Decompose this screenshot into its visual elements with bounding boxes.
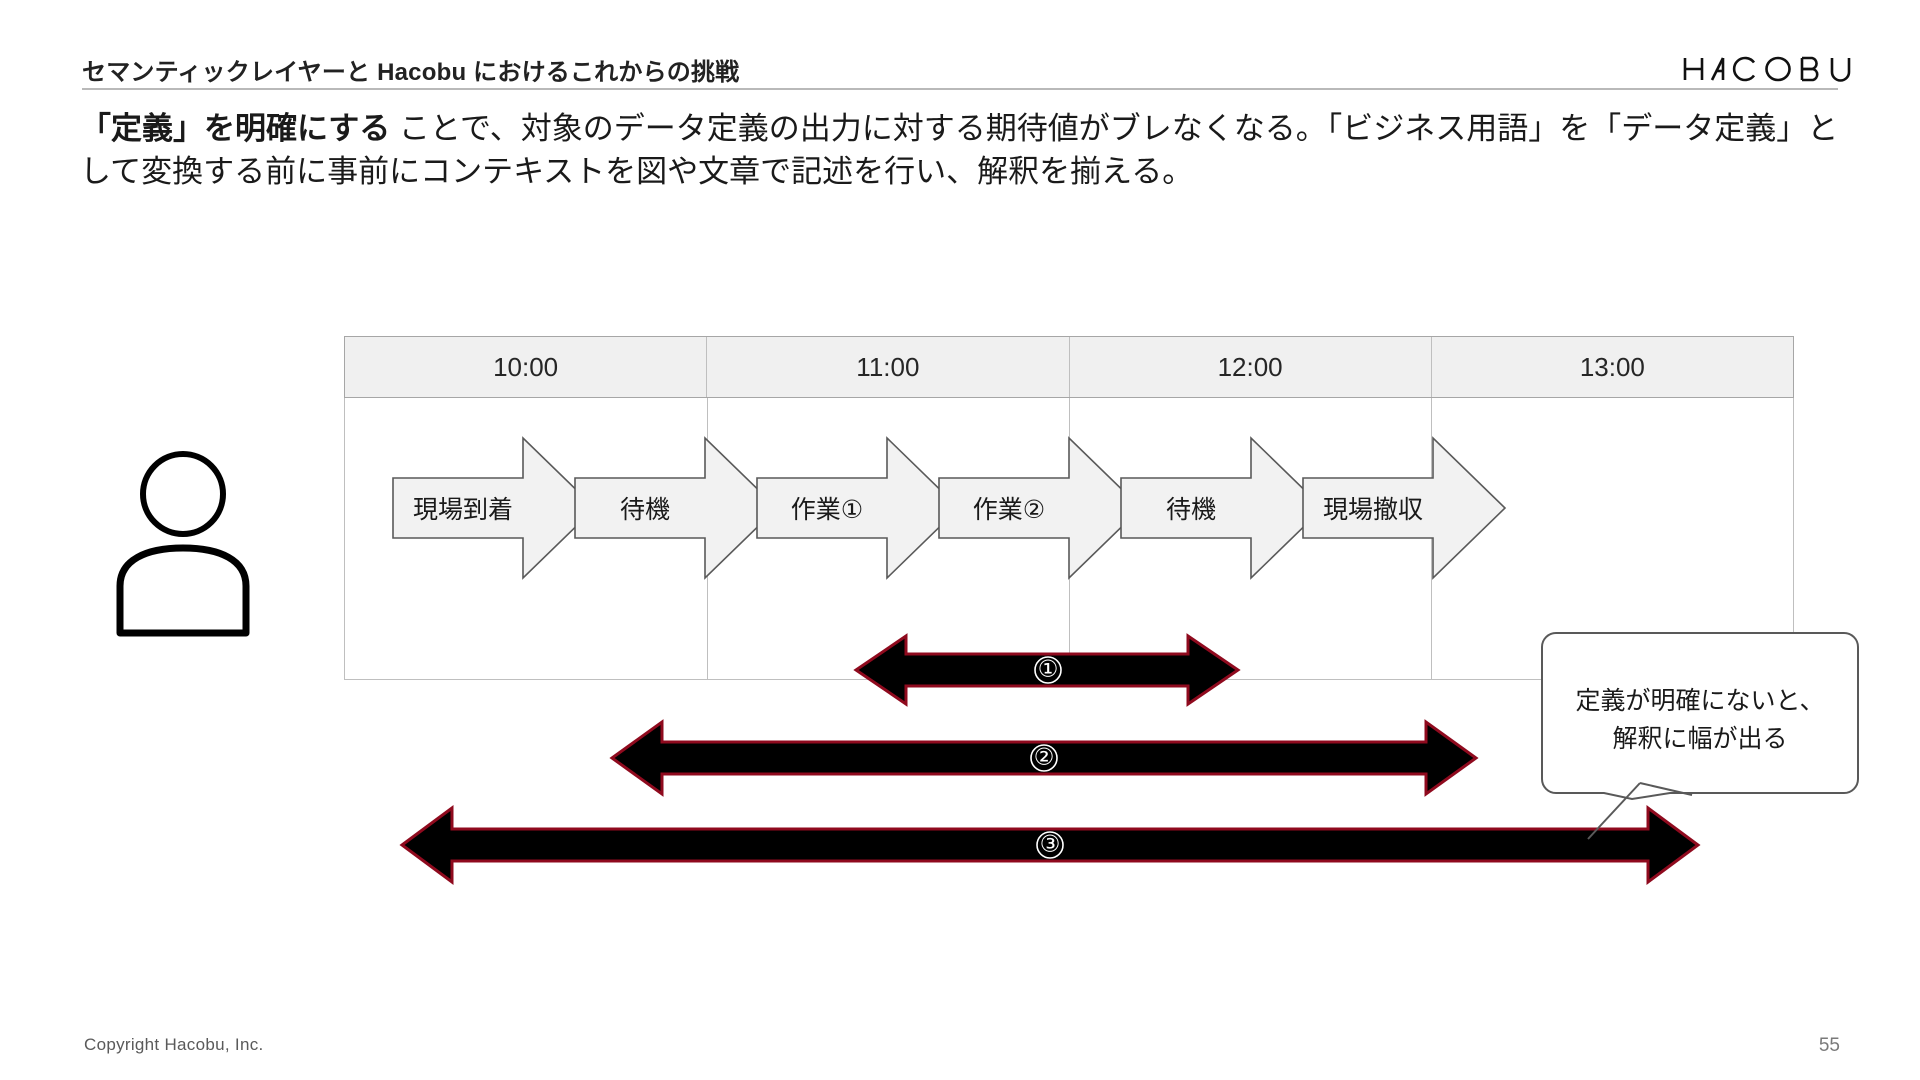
process-step-label: 待機 <box>619 496 671 524</box>
slide-subtitle: 「定義」を明確にする ことで、対象のデータ定義の出力に対する期待値がブレなくなる… <box>80 108 1850 194</box>
timeline-header-row: 10:00 11:00 12:00 13:00 <box>344 336 1794 398</box>
time-header-cell: 13:00 <box>1579 351 1645 382</box>
subtitle-body: ことで、対象のデータ定義の出力に対する期待値がブレなくなる。「ビジネス用語」を「… <box>80 111 1839 189</box>
span-arrow-label-2: ② <box>1033 744 1055 771</box>
process-chevron <box>1120 436 1325 580</box>
grid-line <box>1069 398 1070 679</box>
time-header-cell: 10:00 <box>345 337 708 397</box>
time-header-cell: 12:00 <box>1070 337 1432 397</box>
process-step-label: 作業① <box>790 496 864 524</box>
process-step-label: 現場到着 <box>412 496 514 524</box>
grid-line <box>1431 398 1432 679</box>
span-arrow-label-3: ③ <box>1039 831 1061 858</box>
person-icon <box>113 448 278 638</box>
callout-text: 定義が明確にないと、 解釈に幅が出る <box>1540 683 1860 758</box>
time-header-cell: 11:00 <box>707 337 1070 397</box>
hacobu-logo <box>1682 56 1858 82</box>
process-chevron <box>574 436 779 580</box>
callout-tail <box>1587 782 1693 840</box>
page-title: セマンティックレイヤーと Hacobu におけるこれからの挑戦 <box>82 59 740 86</box>
header-divider <box>82 88 1838 90</box>
subtitle-emphasis: 「定義」を明確にする <box>80 111 391 146</box>
callout-bubble: 定義が明確にないと、 解釈に幅が出る <box>1540 631 1860 840</box>
callout-line-2: 解釈に幅が出る <box>1612 724 1788 753</box>
process-step-label: 待機 <box>1165 496 1217 524</box>
callout-line-1: 定義が明確にないと、 <box>1575 687 1825 715</box>
timeline-table: 10:00 11:00 12:00 13:00 現場到着 待機 作業① 作業② … <box>344 336 1794 681</box>
page-number: 55 <box>1818 1035 1840 1056</box>
footer-copyright: Copyright Hacobu, Inc. <box>84 1035 264 1054</box>
process-step-label: 作業② <box>972 496 1046 524</box>
process-step-label: 現場撤収 <box>1322 496 1424 524</box>
span-arrow-label-1: ① <box>1037 656 1059 683</box>
grid-line <box>707 398 708 679</box>
